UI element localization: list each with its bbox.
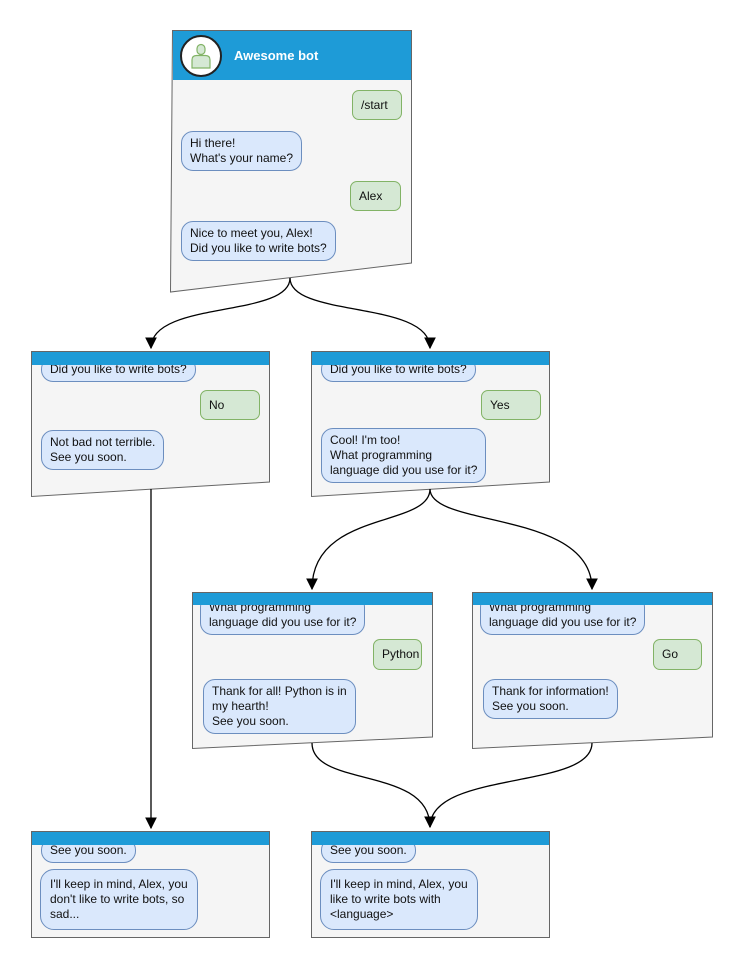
greeting-bubble: Hi there! What's your name? [181,131,303,171]
go-reply-bubble: Thank for information! See you soon. [483,679,618,719]
edge-yes-to-go [429,488,598,591]
end-no-reply-bubble: I'll keep in mind, Alex, you don't like … [40,869,198,930]
bot-avatar [180,35,222,77]
python-window-header [193,593,432,605]
bot-title: Awesome bot [234,48,319,63]
end-yes-window-header [312,832,549,845]
end-no-window-header [32,832,269,845]
yes-reply-bubble: Cool! I'm too! What programming language… [321,428,487,483]
edge-yes-to-python [306,488,431,591]
go-window-header [473,593,712,605]
edge-main-to-yes [289,277,436,350]
yes-window-header [312,352,549,365]
start-command-bubble: /start [352,90,402,120]
python-answer-bubble: Python [373,639,422,670]
edge-go-to-end [429,742,593,828]
python-reply-bubble: Thank for all! Python is in my hearth! S… [203,679,356,734]
ask-bots-bubble: Nice to meet you, Alex! Did you like to … [181,221,336,261]
person-icon [191,43,211,69]
no-reply-bubble: Not bad not terrible. See you soon. [41,430,165,470]
edge-python-to-end [311,742,436,829]
name-reply-bubble: Alex [350,181,401,211]
yes-answer-bubble: Yes [481,390,541,420]
no-window-header [32,352,269,365]
no-answer-bubble: No [200,390,260,420]
edge-main-to-no [145,277,291,350]
main-window-header: Awesome bot [173,31,411,80]
end-yes-reply-bubble: I'll keep in mind, Alex, you like to wri… [320,869,478,930]
go-answer-bubble: Go [653,639,702,670]
